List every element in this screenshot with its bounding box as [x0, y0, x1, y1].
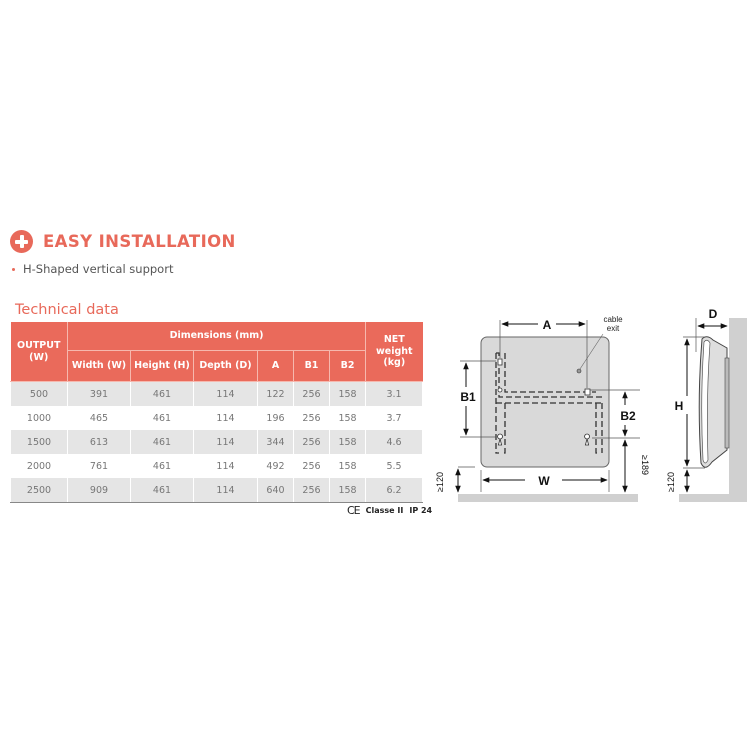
cell-b2: 158: [328, 454, 367, 478]
cell-weight: 3.7: [365, 406, 424, 430]
dim-189-label: ≥189: [640, 455, 650, 475]
cell-output: 1000: [10, 406, 68, 430]
technical-data-table: OUTPUT (W) Dimensions (mm) NET weight (k…: [10, 322, 424, 503]
dim-120-label: ≥120: [435, 472, 445, 492]
cell-output: 500: [10, 381, 68, 406]
cell-a: 344: [257, 430, 294, 454]
table-row: 2500 909 461 114 640 256 158 6.2: [10, 478, 424, 503]
cell-b1: 256: [293, 430, 330, 454]
cell-weight: 5.5: [365, 454, 424, 478]
bullet-text: H-Shaped vertical support: [23, 262, 174, 276]
bullet-dot-icon: [12, 267, 15, 271]
cell-b1: 256: [293, 406, 330, 430]
side-view-diagram: D H ≥120: [655, 300, 750, 515]
header-a: A: [257, 350, 294, 382]
easy-installation-heading: EASY INSTALLATION: [10, 230, 236, 253]
section-title: EASY INSTALLATION: [43, 232, 236, 251]
bullet-item: H-Shaped vertical support: [12, 262, 173, 276]
cell-weight: 4.6: [365, 430, 424, 454]
cell-a: 122: [257, 381, 294, 406]
panel-front: [480, 336, 610, 468]
dim-a-label: A: [543, 318, 552, 332]
floor: [458, 494, 638, 502]
cell-a: 492: [257, 454, 294, 478]
cell-a: 640: [257, 478, 294, 503]
plus-circle-icon: [10, 230, 33, 253]
wall: [729, 318, 747, 501]
cell-b2: 158: [328, 406, 367, 430]
table-row: 1500 613 461 114 344 256 158 4.6: [10, 430, 424, 454]
header-depth: Depth (D): [193, 350, 258, 382]
cell-width: 391: [67, 381, 131, 406]
cell-output: 2000: [10, 454, 68, 478]
dim-b2-label: B2: [620, 409, 636, 423]
cell-b1: 256: [293, 478, 330, 503]
ce-mark-icon: CE: [347, 504, 361, 517]
technical-data-title: Technical data: [15, 302, 119, 318]
cell-height: 461: [130, 478, 194, 503]
table-row: 1000 465 461 114 196 256 158 3.7: [10, 406, 424, 430]
certification-marks: CE Classe II IP 24: [347, 504, 432, 517]
svg-text:exit: exit: [607, 324, 620, 333]
header-b2: B2: [328, 350, 367, 382]
class-label: Classe II: [365, 506, 404, 515]
table-row: 2000 761 461 114 492 256 158 5.5: [10, 454, 424, 478]
cell-depth: 114: [193, 478, 258, 503]
cell-width: 613: [67, 430, 131, 454]
cell-height: 461: [130, 381, 194, 406]
cell-height: 461: [130, 430, 194, 454]
dim-h-label: H: [675, 399, 684, 413]
cell-output: 1500: [10, 430, 68, 454]
cell-height: 461: [130, 454, 194, 478]
cell-width: 465: [67, 406, 131, 430]
cell-depth: 114: [193, 454, 258, 478]
cell-width: 761: [67, 454, 131, 478]
header-b1: B1: [293, 350, 330, 382]
header-net-weight: NET weight (kg): [365, 322, 423, 382]
dim-b1-label: B1: [460, 390, 476, 404]
cell-b1: 256: [293, 454, 330, 478]
cell-b2: 158: [328, 430, 367, 454]
cell-depth: 114: [193, 430, 258, 454]
floor: [679, 494, 747, 502]
dim-d-label: D: [709, 307, 718, 321]
cell-a: 196: [257, 406, 294, 430]
cell-output: 2500: [10, 478, 68, 503]
table-row: 500 391 461 114 122 256 158 3.1: [10, 381, 424, 406]
header-dimensions: Dimensions (mm): [66, 322, 367, 351]
header-height: Height (H): [130, 350, 194, 382]
cell-b1: 256: [293, 381, 330, 406]
header-width: Width (W): [67, 350, 131, 382]
cell-width: 909: [67, 478, 131, 503]
front-installation-diagram: cable exit A B1 B2 ≥189 W ≥120: [430, 300, 655, 515]
header-output: OUTPUT (W): [10, 322, 68, 382]
ip-rating-label: IP 24: [409, 506, 433, 515]
cell-b2: 158: [328, 478, 367, 503]
cell-weight: 6.2: [365, 478, 424, 503]
dim-120-side-label: ≥120: [666, 472, 676, 492]
cell-weight: 3.1: [365, 381, 424, 406]
cell-height: 461: [130, 406, 194, 430]
cell-depth: 114: [193, 406, 258, 430]
cable-exit-label: cable: [603, 315, 623, 324]
dim-w-label: W: [538, 474, 550, 488]
cell-b2: 158: [328, 381, 367, 406]
cell-depth: 114: [193, 381, 258, 406]
